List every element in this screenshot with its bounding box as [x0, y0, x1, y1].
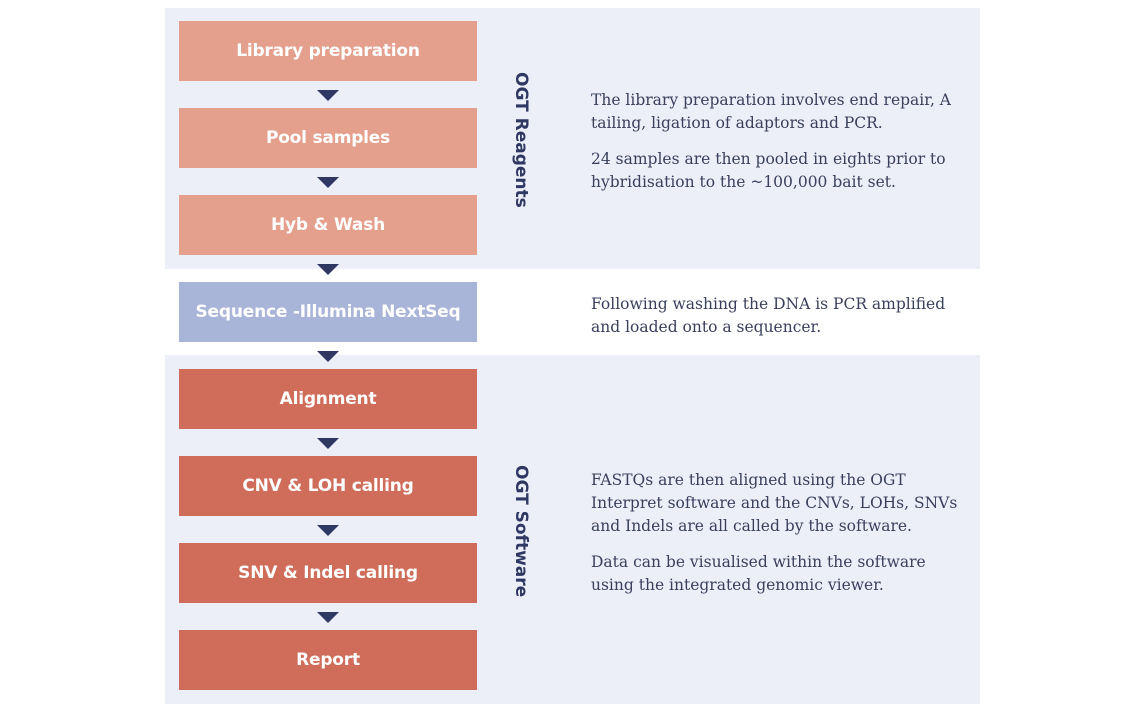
description-paragraph: The library preparation involves end rep… [591, 91, 952, 132]
step-label: Hyb & Wash [271, 215, 385, 235]
step-label: CNV & LOH calling [242, 476, 414, 496]
step-label: Alignment [279, 389, 377, 409]
software-group-label: OGT Software [511, 465, 531, 598]
software-description: FASTQs are then aligned using the OGT In… [591, 469, 961, 597]
step-label: Library preparation [236, 41, 420, 61]
step-pool-samples: Pool samples [179, 108, 477, 168]
step-alignment: Alignment [179, 369, 477, 429]
down-arrow-icon [317, 525, 339, 536]
description-paragraph: FASTQs are then aligned using the OGT In… [591, 471, 958, 535]
down-arrow-icon [317, 177, 339, 188]
step-cnv-loh-calling: CNV & LOH calling [179, 456, 477, 516]
description-paragraph: Following washing the DNA is PCR amplifi… [591, 295, 946, 336]
step-label: SNV & Indel calling [238, 563, 418, 583]
reagents-description: The library preparation involves end rep… [591, 89, 961, 194]
reagents-group-label: OGT Reagents [511, 72, 531, 208]
down-arrow-icon [317, 612, 339, 623]
down-arrow-icon [317, 264, 339, 275]
step-label: Report [296, 650, 360, 670]
sequencing-description: Following washing the DNA is PCR amplifi… [591, 293, 961, 339]
step-label: Pool samples [265, 128, 391, 148]
step-sequence: Sequence -Illumina NextSeq [179, 282, 477, 342]
down-arrow-icon [317, 90, 339, 101]
description-paragraph: Data can be visualised within the softwa… [591, 553, 926, 594]
step-label: Sequence -Illumina NextSeq [195, 302, 461, 322]
down-arrow-icon [317, 438, 339, 449]
description-paragraph: 24 samples are then pooled in eights pri… [591, 150, 946, 191]
step-hyb-wash: Hyb & Wash [179, 195, 477, 255]
step-report: Report [179, 630, 477, 690]
step-library-preparation: Library preparation [179, 21, 477, 81]
down-arrow-icon [317, 351, 339, 362]
step-snv-indel-calling: SNV & Indel calling [179, 543, 477, 603]
